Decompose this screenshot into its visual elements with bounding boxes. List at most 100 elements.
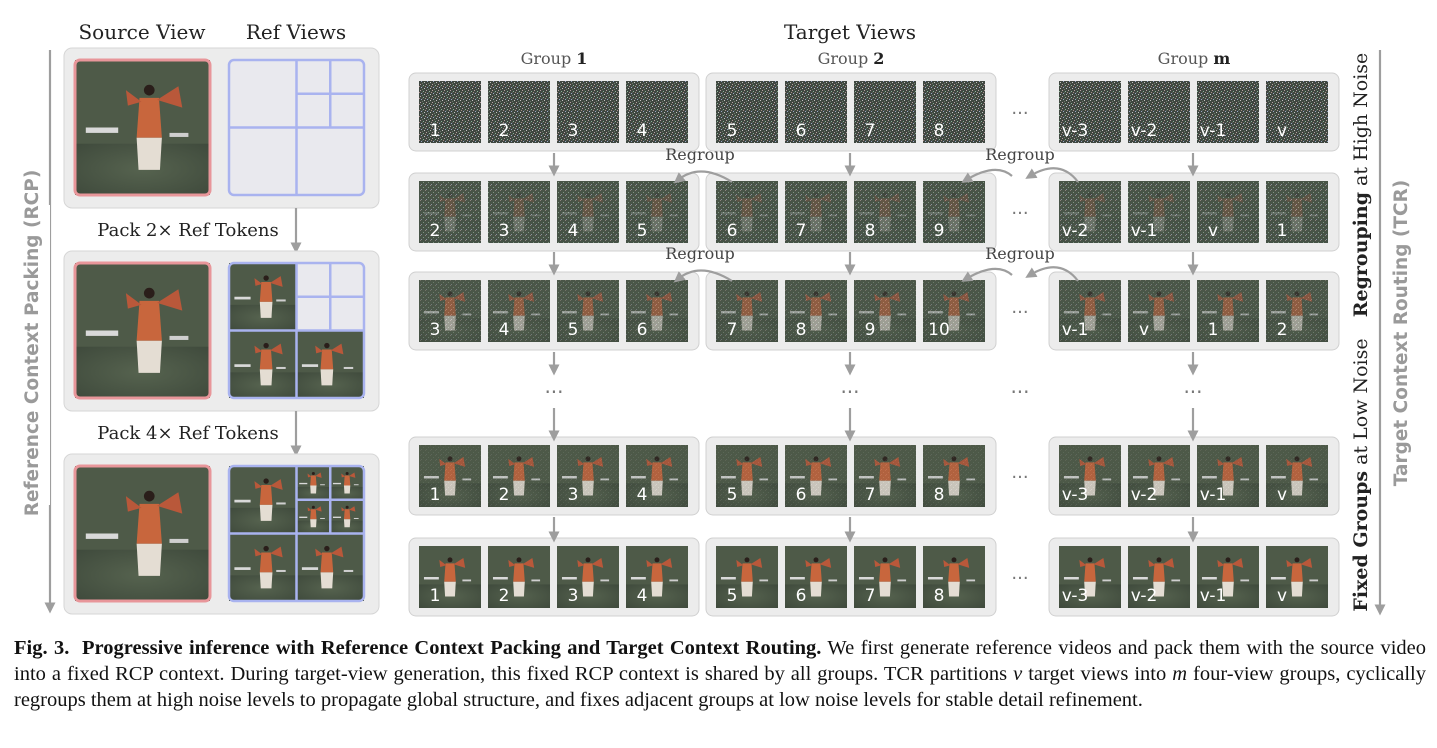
dancer-body (1153, 563, 1165, 582)
dancer-head (1156, 557, 1162, 563)
scene-thumbnail (1059, 280, 1121, 342)
noise-tile (1059, 81, 1121, 143)
view-index-label: 3 (430, 320, 441, 340)
view-index-label: 5 (637, 221, 648, 241)
scene-light-panel (169, 132, 189, 137)
noise-tile (1197, 81, 1259, 143)
dancer-body (259, 281, 273, 302)
view-index-label: 3 (568, 586, 579, 606)
view-index-label: 1 (430, 485, 441, 505)
dancer-body (651, 563, 663, 582)
scene-thumbnail (75, 263, 210, 398)
scene-light-panel (343, 366, 354, 369)
dancer-head (143, 84, 155, 96)
view-index-label: v (1139, 320, 1149, 340)
noise-overlay (419, 181, 481, 243)
view-index-label: 4 (568, 221, 579, 241)
scene-light-panel (85, 330, 119, 336)
dancer-body (1291, 563, 1303, 582)
view-index-label: 2 (499, 586, 510, 606)
scene-thumbnail (626, 280, 688, 342)
noise-overlay (488, 280, 550, 342)
fixed-side-label: Fixed Groups at Low Noise (1350, 338, 1372, 611)
scene-thumbnail (923, 181, 985, 243)
view-index-label: v-1 (1200, 485, 1227, 505)
dancer-head (311, 505, 315, 509)
dancer-sleeve (943, 559, 951, 567)
scene-light-panel (462, 579, 472, 582)
scene-thumbnail (923, 280, 985, 342)
scene-light-panel (299, 516, 308, 518)
scene-thumbnail (1128, 280, 1190, 342)
dancer-body (259, 349, 273, 370)
scene-light-panel (301, 567, 319, 570)
noise-overlay (1266, 181, 1328, 243)
scene-light-panel (276, 502, 286, 505)
dancer-head (345, 505, 349, 509)
ref-views-header: Ref Views (246, 20, 346, 44)
noise-tile (1128, 81, 1190, 143)
view-index-label: v-2 (1131, 586, 1158, 606)
scene-light-panel (299, 482, 308, 485)
view-index-label: 8 (934, 485, 945, 505)
scene-thumbnail (1059, 546, 1121, 608)
noise-overlay (854, 280, 916, 342)
dancer-sleeve (1079, 559, 1087, 567)
noise-overlay (557, 181, 619, 243)
scene-thumbnail (1059, 181, 1121, 243)
noise-overlay (785, 181, 847, 243)
dancer-sleeve (315, 472, 322, 478)
scene-light-panel (561, 577, 577, 580)
dancer-sleeve (736, 559, 744, 567)
dancer-body (320, 552, 334, 573)
scene-thumbnail (854, 181, 916, 243)
dancer-sleeve (819, 558, 832, 568)
scene-thumbnail (923, 546, 985, 608)
scene-light-panel (276, 366, 286, 369)
scene-thumbnail (1197, 181, 1259, 243)
scene-light-panel (1309, 579, 1319, 582)
scene-light-panel (1270, 577, 1286, 580)
scene-light-panel (423, 577, 439, 580)
noise-overlay (557, 280, 619, 342)
view-index-label: 2 (1277, 320, 1288, 340)
dancer-sleeve (660, 558, 673, 568)
regroup-arrow (1025, 167, 1079, 183)
regroup-side-rest: at High Noise (1350, 53, 1372, 192)
dancer-skirt (1153, 581, 1165, 597)
dancer-skirt (310, 485, 317, 494)
scene-thumbnail (854, 280, 916, 342)
dancer-sleeve (1286, 559, 1294, 567)
pack-label: Pack 2× Ref Tokens (97, 220, 278, 241)
dancer-sleeve (270, 546, 283, 558)
pack-label: Pack 4× Ref Tokens (97, 423, 278, 444)
dancer-sleeve (646, 559, 654, 567)
scene-light-panel (320, 517, 325, 519)
dancer-body (444, 563, 456, 582)
view-index-label: 7 (865, 586, 876, 606)
dancer-head (263, 342, 269, 349)
dancer-sleeve (254, 278, 263, 286)
dancer-head (345, 472, 349, 476)
caption-fig-number: Fig. 3. (14, 637, 70, 659)
dancer-skirt (136, 543, 162, 576)
noise-tile (557, 81, 619, 143)
scene-thumbnail (1128, 546, 1190, 608)
rcp-panel (63, 453, 380, 615)
scene-thumbnail (1266, 280, 1328, 342)
noise-overlay (716, 181, 778, 243)
dancer-head (813, 557, 819, 563)
group-header: Group m (1158, 49, 1231, 68)
noise-overlay (488, 445, 550, 507)
dancer-sleeve (270, 479, 283, 490)
dancer-body (136, 503, 162, 544)
row-ellipsis: ··· (840, 380, 859, 404)
scene-light-panel (759, 579, 769, 582)
view-index-label: v (1277, 485, 1287, 505)
scene-thumbnail (1266, 546, 1328, 608)
